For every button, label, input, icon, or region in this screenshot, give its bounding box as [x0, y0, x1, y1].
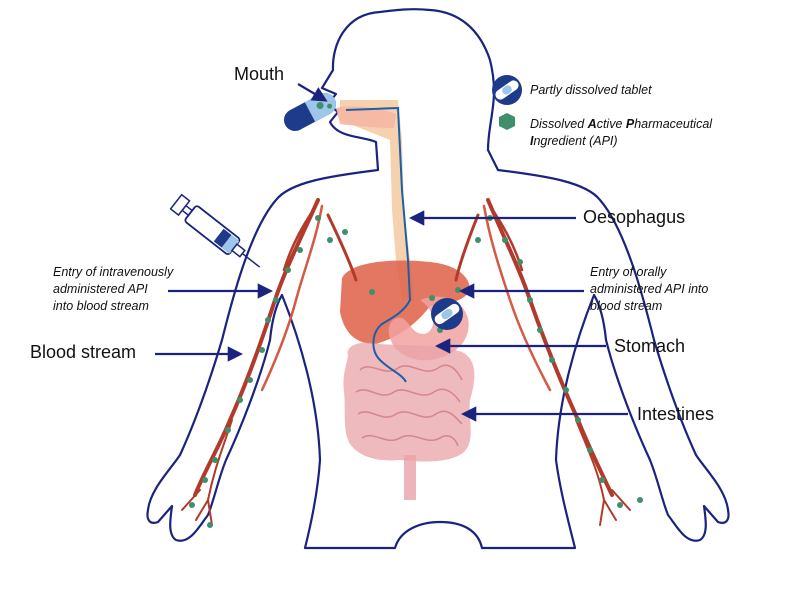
- label-oral-entry-line3: blood stream: [590, 298, 708, 315]
- tablet-stomach-icon: [431, 298, 463, 330]
- label-iv-entry-line2: administered API: [53, 281, 173, 298]
- legend-tablet-label: Partly dissolved tablet: [530, 82, 652, 99]
- intestines-organ: [343, 343, 474, 462]
- label-oral-entry-line2: administered API into: [590, 281, 708, 298]
- rectum-organ: [404, 455, 416, 500]
- label-iv-entry-line1: Entry of intravenously: [53, 264, 173, 281]
- label-oral-entry: Entry of orally administered API into bl…: [590, 264, 708, 315]
- label-mouth: Mouth: [234, 64, 284, 85]
- label-intestines: Intestines: [637, 404, 714, 425]
- label-iv-entry-line3: into blood stream: [53, 298, 173, 315]
- tablet-icon: [492, 75, 522, 105]
- label-iv-entry: Entry of intravenously administered API …: [53, 264, 173, 315]
- legend-api-line1: Dissolved Active Pharmaceutical: [530, 116, 712, 133]
- syringe-icon: [170, 194, 266, 275]
- label-stomach: Stomach: [614, 336, 685, 357]
- label-oesophagus: Oesophagus: [583, 207, 685, 228]
- label-blood-stream: Blood stream: [30, 342, 136, 363]
- capsule-icon: [280, 89, 340, 135]
- legend-api-line2: Ingredient (API): [530, 133, 712, 150]
- legend-api-label: Dissolved Active Pharmaceutical Ingredie…: [530, 116, 712, 150]
- label-oral-entry-line1: Entry of orally: [590, 264, 708, 281]
- api-hexagon-icon: [499, 113, 515, 130]
- arrow-mouth: [298, 84, 325, 100]
